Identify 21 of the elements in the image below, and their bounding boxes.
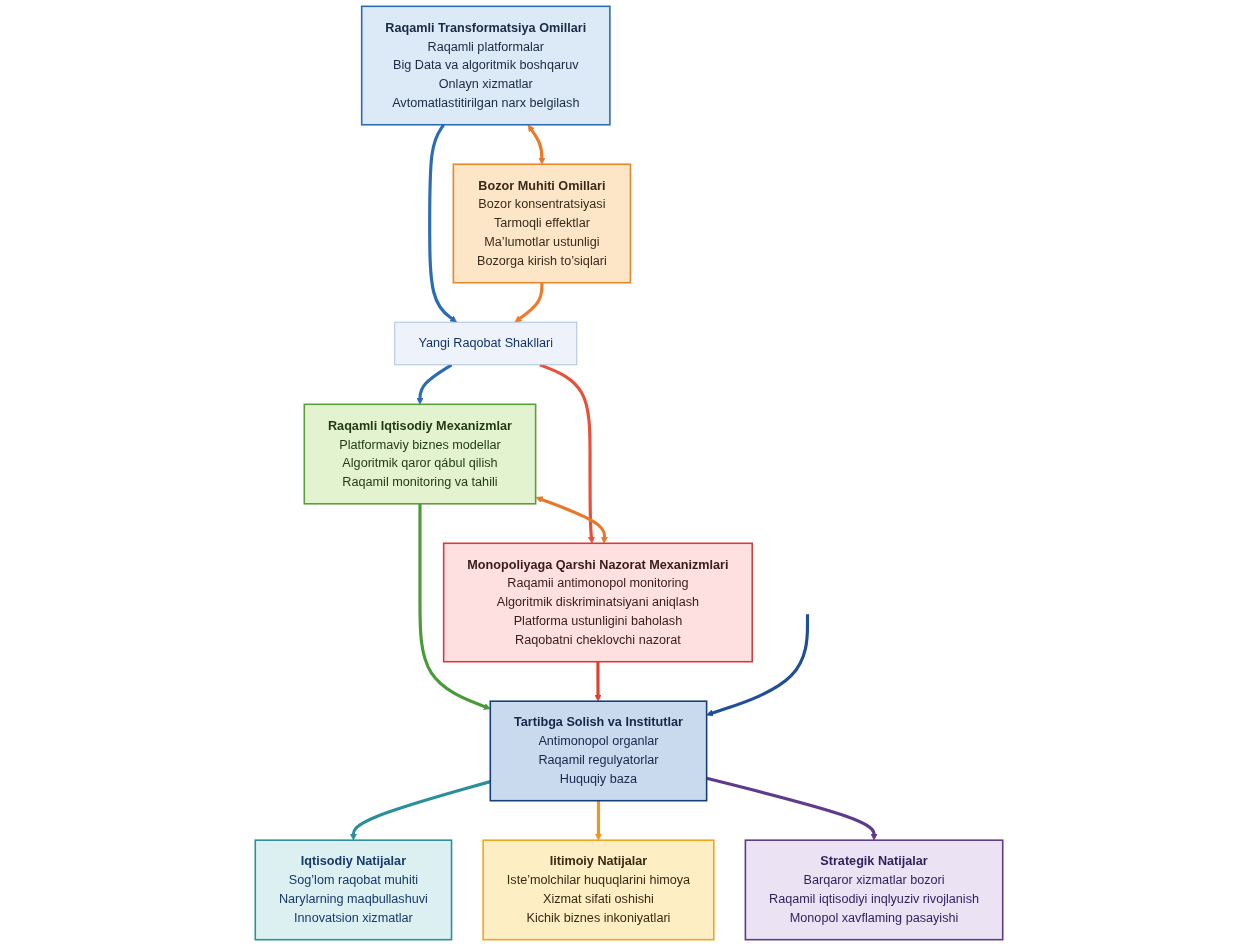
arrow (428, 123, 457, 323)
arrow (595, 800, 602, 841)
arrow (349, 780, 491, 841)
arrow (539, 363, 595, 544)
node-box: Raqamli Iqtisodiy Mexanizmlar Platformaviy biznes modellar Algoritmik qaror qábul qilish Raqamil monitoring va tahili (303, 403, 537, 505)
arrow (706, 614, 810, 717)
arrow (527, 124, 546, 165)
arrow (535, 496, 608, 544)
node-box: Bozor Muhiti Omillari Bozor konsentratsiyasi Tarmoqli effektlar Ma’lumotlar ustunligi Bozorga kirish to’siqlari (452, 163, 632, 284)
arrow (514, 282, 544, 323)
node-box: Iqtisodiy Natijalar Sog’lom raqobat muhiti Narylarning maqbullashuvi Innovatsion xizmatlar (254, 839, 453, 941)
node-box: Tartibga Solish va Institutlar Antimonopol organlar Raqamil regulyatorlar Huquqiy baza (489, 700, 708, 802)
node-box: Iitimoiy Natijalar Iste’molchilar huquqlarini himoya Xizmat sifati oshishi Kichik biznes inkoniyatlari (482, 839, 715, 941)
node-box: Raqamli Transformatsiya Omillari Raqamli platformalar Big Data va algoritmik boshqaruv Onlayn xizmatlar Avtomatlastitirilgan narx belgilash (360, 5, 611, 126)
arrow (418, 503, 491, 710)
node-box: Strategik Natijalar Barqaror xizmatlar bozori Raqamil iqtisodiyi inqlyuziv rivojlanish Monopol xavflaming pasayishi (744, 839, 1004, 941)
node-box: Monopoliyaga Qarshi Nazorat Mexanizmlari Raqamii antimonopol monitoring Algoritmik diskriminatsiyani aniqlash Platforma ustunligini baholash Raqobatni cheklovchi nazorat (442, 542, 753, 663)
arrow (594, 661, 602, 702)
arrow (416, 363, 453, 405)
node-box: Yangi Raqobat Shakllari (394, 321, 578, 366)
arrow (706, 776, 878, 841)
